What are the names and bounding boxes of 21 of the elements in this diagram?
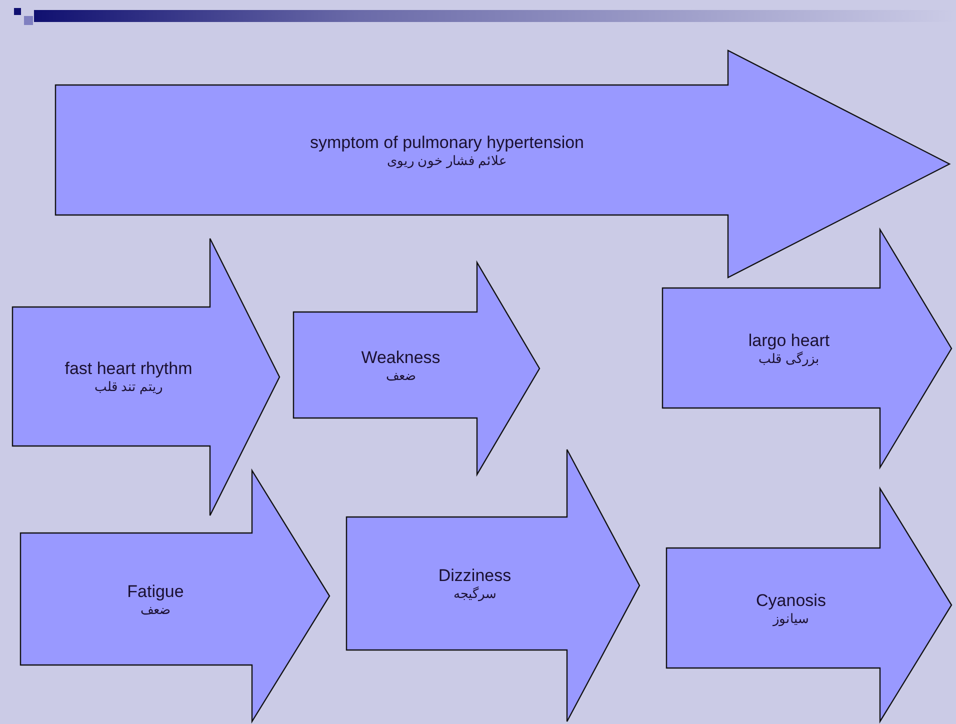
arrow-title: Cyanosis bbox=[756, 590, 826, 610]
arrow-shape bbox=[666, 488, 952, 722]
arrow-subtitle: علائم فشار خون ریوی bbox=[387, 152, 507, 168]
arrow-title: largo heart bbox=[748, 330, 830, 350]
arrow-subtitle: بزرگی قلب bbox=[758, 350, 820, 366]
arrow-shape bbox=[346, 449, 640, 722]
arrow-subtitle: ریتم تند قلب bbox=[94, 379, 163, 394]
arrow-shape bbox=[12, 238, 280, 516]
arrow-title: Fatigue bbox=[127, 582, 184, 602]
arrow-subtitle: سرگیجه bbox=[453, 586, 496, 601]
arrow-title: symptom of pulmonary hypertension bbox=[310, 132, 584, 152]
arrow-shape bbox=[293, 262, 540, 475]
arrow-title: fast heart rhythm bbox=[64, 359, 192, 379]
arrow-shape bbox=[55, 50, 950, 278]
arrow-title: Weakness bbox=[361, 348, 440, 368]
arrow-subtitle: ضعف bbox=[386, 368, 416, 382]
arrow-subtitle: سیانوز bbox=[773, 610, 809, 626]
arrow-shape bbox=[20, 470, 330, 722]
arrow-shape bbox=[662, 229, 952, 468]
arrow-title: Dizziness bbox=[438, 566, 512, 586]
arrow-subtitle: ضعف bbox=[140, 602, 170, 616]
